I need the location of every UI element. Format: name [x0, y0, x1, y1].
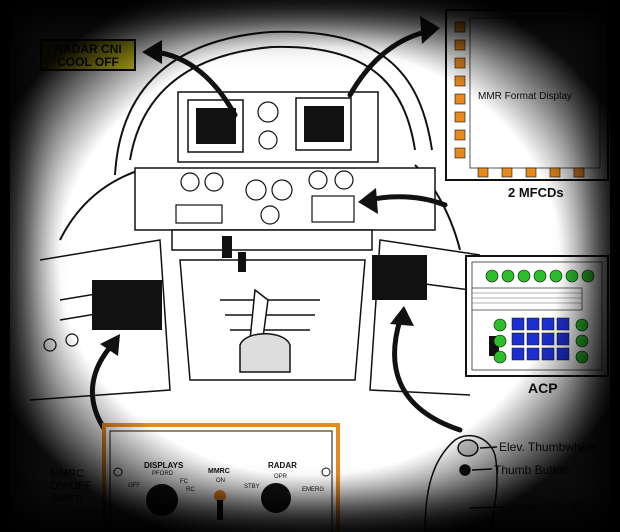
acp-keypad-key	[542, 333, 554, 345]
right-console-block	[372, 255, 427, 300]
mfcd-bezel-button	[478, 168, 488, 177]
panel-displays: DISPLAYS	[144, 461, 183, 470]
panel-off: OFF	[128, 483, 140, 489]
mfcd-bezel-button	[550, 168, 560, 177]
panel-pford: PFORD	[152, 471, 173, 477]
acp-green-button	[494, 319, 506, 331]
mfcd-bezel-button	[455, 148, 465, 158]
mfcd-bezel-button	[455, 112, 465, 122]
acp-keypad-key	[512, 333, 524, 345]
acp-keypad-key	[512, 318, 524, 330]
mfcd-bezel-button	[455, 130, 465, 140]
acp-keypad-key	[527, 348, 539, 360]
mfcd-bezel-button	[526, 168, 536, 177]
cockpit-mfcd-left	[188, 100, 243, 152]
mfcd-bezel-button	[455, 22, 465, 32]
acp-green-button	[566, 270, 578, 282]
panel-opr: OPR	[274, 474, 287, 480]
acp-green-button	[494, 335, 506, 347]
mfcd-bezel-button	[455, 76, 465, 86]
acp-green-button	[576, 319, 588, 331]
acp-keypad-key	[557, 318, 569, 330]
acp-green-button	[582, 270, 594, 282]
acp-label: ACP	[528, 380, 558, 396]
upper-side-label: Upper Side B	[508, 500, 579, 514]
acp-keypad-key	[542, 348, 554, 360]
acp-green-button	[486, 270, 498, 282]
radar-cni-text: RADAR CNI COOL OFF	[54, 42, 121, 69]
acp-keypad-key	[512, 348, 524, 360]
panel-fc: FC	[180, 479, 188, 485]
acp-green-button	[494, 351, 506, 363]
mfcd-bezel-button	[455, 40, 465, 50]
left-console-block	[92, 280, 162, 330]
mfcds-label: 2 MFCDs	[508, 185, 564, 200]
mfcd-bezel-button	[455, 94, 465, 104]
cockpit-mfcd-right	[296, 98, 351, 150]
acp-green-button	[518, 270, 530, 282]
mfcd-bezel-button	[574, 168, 584, 177]
acp-keypad-key	[557, 348, 569, 360]
panel-emerg: EMERG	[302, 487, 324, 493]
panel-stby: STBY	[244, 484, 260, 490]
acp-green-button	[534, 270, 546, 282]
acp-keypad-key	[557, 333, 569, 345]
elev-thumbwheel-label: Elev. Thumbwheel	[499, 440, 597, 454]
acp-green-button	[502, 270, 514, 282]
acp-green-button	[576, 335, 588, 347]
radar-cni-label: RADAR CNI COOL OFF	[40, 39, 136, 71]
acp-keypad-key	[542, 318, 554, 330]
mmrc-switch-label: MMRC ON/OFF Switch	[50, 468, 92, 504]
panel-mmrc: MMRC	[208, 468, 230, 475]
mfcd-bezel-button	[502, 168, 512, 177]
panel-radar: RADAR	[268, 461, 297, 470]
acp-green-button	[576, 351, 588, 363]
panel-on: ON	[216, 478, 225, 484]
acp-green-button	[550, 270, 562, 282]
mfcd-bezel-button	[455, 58, 465, 68]
acp-keypad-key	[527, 333, 539, 345]
panel-rc: RC	[186, 487, 195, 493]
thumb-button-label: Thumb Button	[494, 463, 569, 477]
acp-keypad-key	[527, 318, 539, 330]
mmr-format-label: MMR Format Display	[478, 91, 572, 102]
